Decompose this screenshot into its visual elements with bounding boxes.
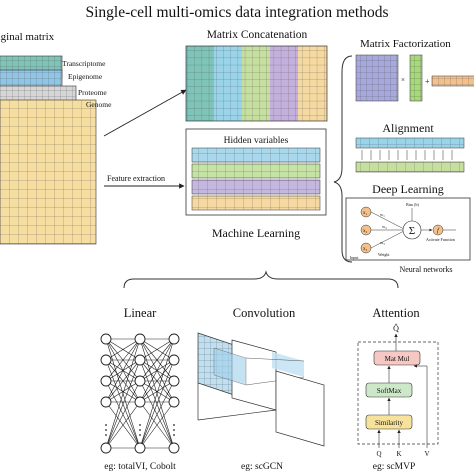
network-node bbox=[134, 396, 146, 408]
neuron-activation-symbol: f bbox=[437, 227, 440, 234]
network-node bbox=[168, 354, 180, 366]
neuron-input-label: Input bbox=[350, 255, 359, 260]
network-edge bbox=[105, 359, 141, 403]
network-node bbox=[134, 333, 146, 345]
hidden-variables-label: Hidden variables bbox=[224, 136, 289, 146]
attention-k: K bbox=[396, 450, 401, 458]
network-edge bbox=[139, 380, 175, 403]
network-edge bbox=[139, 338, 175, 382]
method-title-linear: Linear bbox=[124, 306, 157, 320]
factorization-times: × bbox=[401, 76, 405, 84]
network-edge bbox=[139, 359, 175, 449]
network-node bbox=[100, 333, 112, 345]
deep-learning-title: Deep Learning bbox=[372, 182, 444, 196]
neuron-w2: w₂ bbox=[382, 224, 387, 229]
network-edge bbox=[139, 401, 175, 449]
method-example-attention: eg: scMVP bbox=[373, 462, 416, 472]
machine-learning-panel: Hidden variables bbox=[185, 128, 327, 216]
attention-graphic bbox=[357, 333, 439, 448]
network-edge bbox=[105, 338, 141, 449]
network-node bbox=[168, 396, 180, 408]
neuron-activation-label: Activate Function bbox=[426, 237, 455, 242]
network-node bbox=[100, 396, 112, 408]
right-brace bbox=[333, 55, 353, 263]
mat-mul-block bbox=[373, 350, 421, 366]
network-edge bbox=[105, 338, 141, 361]
arrow-to-concatenation bbox=[103, 89, 187, 137]
network-edge bbox=[139, 338, 175, 403]
factorization-graphic bbox=[355, 54, 474, 102]
alignment-title: Alignment bbox=[382, 121, 434, 135]
neural-network-panel bbox=[345, 197, 471, 261]
network-node bbox=[134, 442, 146, 454]
neuron-x1: x₁ bbox=[363, 211, 368, 216]
ellipsis-dot bbox=[105, 434, 107, 436]
method-example-linear: eg: totalVI, Cobolt bbox=[104, 462, 176, 472]
network-node bbox=[100, 354, 112, 366]
factorization-plus: + bbox=[425, 77, 430, 86]
neuron-w1: w₁ bbox=[380, 212, 385, 217]
network-edge bbox=[105, 401, 141, 449]
attention-v: V bbox=[424, 450, 429, 458]
network-node bbox=[100, 375, 112, 387]
mat-mul-label: Mat Mul bbox=[385, 355, 410, 363]
network-node bbox=[100, 442, 112, 454]
diagram-title: Single-cell multi-omics data integration… bbox=[85, 4, 388, 21]
network-edge bbox=[139, 338, 175, 361]
network-node bbox=[168, 333, 180, 345]
network-edge bbox=[105, 380, 141, 403]
attention-q: Q bbox=[376, 450, 381, 458]
neuron-weight-label: Weight bbox=[378, 252, 390, 257]
ellipsis-dot bbox=[173, 429, 175, 431]
network-edge bbox=[139, 380, 175, 449]
neuron-bias-label: Bias (b) bbox=[406, 202, 419, 207]
ellipsis-dot bbox=[105, 429, 107, 431]
layer-label-transcriptome: Transcriptome bbox=[62, 59, 106, 68]
network-node bbox=[168, 375, 180, 387]
linear-network bbox=[100, 333, 180, 454]
network-edge bbox=[105, 380, 141, 449]
method-title-convolution: Convolution bbox=[233, 306, 296, 320]
method-title-attention: Attention bbox=[372, 306, 420, 320]
original-matrix: Original matrix Transcriptome Epigenome … bbox=[0, 31, 112, 245]
network-node bbox=[134, 375, 146, 387]
genome-layer bbox=[0, 99, 97, 245]
neuron-sum-symbol: Σ bbox=[409, 225, 415, 237]
ellipsis-dot bbox=[105, 424, 107, 426]
network-edge bbox=[105, 338, 141, 382]
layer-label-genome: Genome bbox=[86, 100, 112, 109]
network-node bbox=[168, 442, 180, 454]
convolution-graphic bbox=[197, 332, 325, 447]
machine-learning-title: Machine Learning bbox=[212, 226, 300, 240]
network-edge bbox=[139, 359, 175, 403]
ellipsis-dot bbox=[173, 424, 175, 426]
layer-label-proteome: Proteome bbox=[78, 88, 107, 97]
original-matrix-label: Original matrix bbox=[0, 31, 55, 43]
network-edge bbox=[139, 338, 175, 449]
network-edge bbox=[105, 338, 141, 403]
network-node bbox=[134, 354, 146, 366]
ellipsis-dot bbox=[139, 424, 141, 426]
alignment-graphic bbox=[355, 137, 465, 173]
matrix-concatenation-title: Matrix Concatenation bbox=[207, 29, 308, 41]
bottom-brace bbox=[123, 270, 399, 289]
neural-networks-caption: Neural networks bbox=[399, 265, 452, 274]
neuron-x3: x₃ bbox=[363, 247, 368, 252]
softmax-label: SoftMax bbox=[377, 387, 402, 395]
layer-label-epigenome: Epigenome bbox=[68, 72, 103, 81]
network-edge bbox=[105, 359, 141, 449]
ellipsis-dot bbox=[173, 434, 175, 436]
neuron-w3: w₃ bbox=[380, 240, 385, 245]
attention-output: Q̂ bbox=[393, 322, 399, 333]
matrix-factorization-title: Matrix Factorization bbox=[360, 38, 451, 50]
neuron-x2: x₂ bbox=[363, 229, 368, 234]
similarity-label: Similarity bbox=[375, 419, 404, 427]
concatenated-matrix bbox=[185, 45, 328, 122]
feature-extraction-label: Feature extraction bbox=[107, 174, 165, 183]
ellipsis-dot bbox=[139, 429, 141, 431]
ellipsis-dot bbox=[139, 434, 141, 436]
method-example-convolution: eg: scGCN bbox=[241, 462, 283, 472]
